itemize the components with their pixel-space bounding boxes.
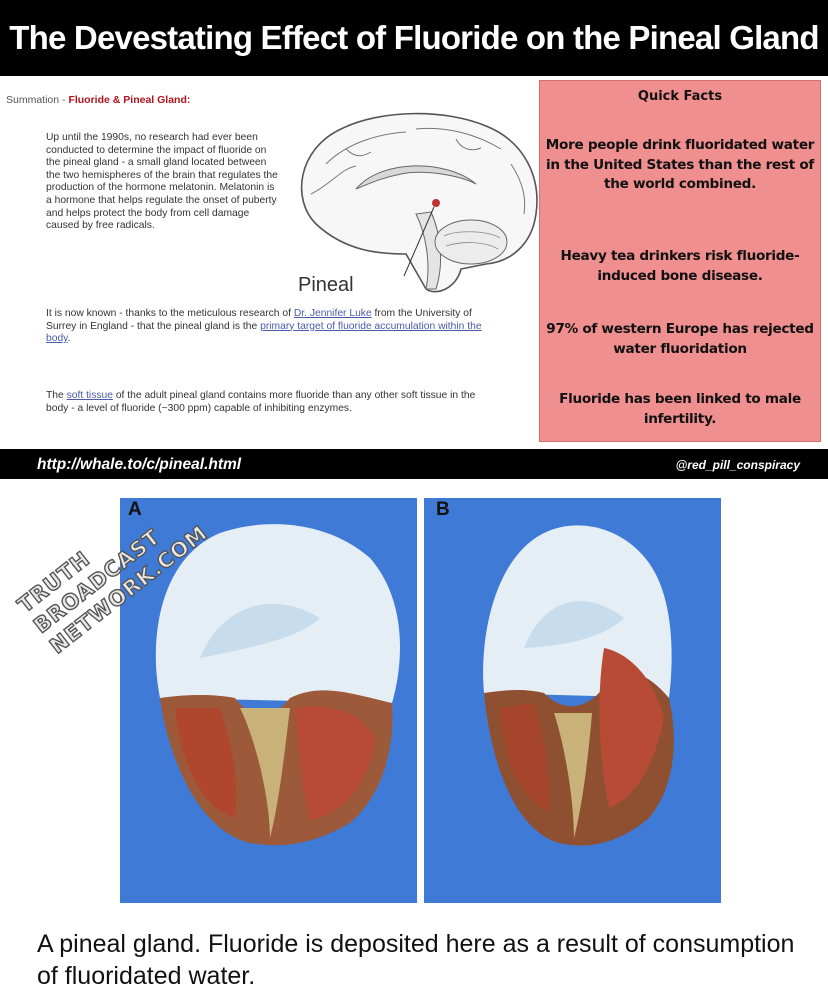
tissue-pale-center-b xyxy=(554,713,592,838)
summary-paragraph-3: The soft tissue of the adult pineal glan… xyxy=(46,390,486,415)
cerebellum xyxy=(434,219,508,265)
summary-label: Summation - xyxy=(6,94,69,106)
brainstem xyxy=(415,211,441,290)
p3-text-start: The xyxy=(46,390,67,401)
tissue-red-left-a xyxy=(175,708,237,818)
photo-b-letter: B xyxy=(436,499,450,520)
brain-gyrus-3 xyxy=(310,165,357,195)
pineal-photo-b: B xyxy=(424,498,721,903)
brain-gyrus-1 xyxy=(325,131,407,165)
pineal-photo-a: A xyxy=(120,498,417,903)
tissue-white-highlight-a xyxy=(200,603,320,658)
tissue-pale-center-a xyxy=(240,708,290,838)
photo-a-letter: A xyxy=(128,499,142,520)
source-bar: http://whale.to/c/pineal.html @red_pill_… xyxy=(0,449,828,479)
brain-gyrus-4 xyxy=(510,163,526,215)
soft-tissue-link[interactable]: soft tissue xyxy=(66,390,113,401)
brain-gyrus-5 xyxy=(345,148,372,157)
brain-illustration xyxy=(300,112,538,293)
photo-caption: A pineal gland. Fluoride is deposited he… xyxy=(37,930,795,990)
quick-facts-title: Quick Facts xyxy=(637,89,723,104)
p3-text-end: of the adult pineal gland contains more … xyxy=(46,390,476,414)
tissue-red-right-a xyxy=(295,706,375,820)
p2-text-end: . xyxy=(67,333,71,345)
summary-paragraph-1: Up until the 1990s, no research had ever… xyxy=(46,132,278,232)
pineal-gland-dot xyxy=(432,199,440,207)
summary-paragraph-2: It is now known - thanks to the meticulo… xyxy=(46,308,486,346)
pineal-pointer-line xyxy=(403,206,435,277)
quick-fact-3: 97% of western Europe has rejected water… xyxy=(546,321,814,357)
tissue-red-left-b xyxy=(499,703,550,813)
quick-fact-4: Fluoride has been linked to male inferti… xyxy=(559,391,801,427)
photo-a-drawing xyxy=(155,524,400,846)
summary-highlight: Fluoride & Pineal Gland: xyxy=(68,94,191,106)
photo-section: A B xyxy=(0,479,828,998)
corpus-callosum xyxy=(355,165,477,190)
brain-gyrus-2 xyxy=(415,127,502,150)
quick-fact-1: More people drink fluoridated water in t… xyxy=(545,137,815,192)
cerebellum-folds xyxy=(443,231,501,250)
tissue-white-highlight-b xyxy=(524,601,624,648)
source-url[interactable]: http://whale.to/c/pineal.html xyxy=(37,456,242,473)
pineal-label: Pineal xyxy=(298,274,354,296)
brain-outline xyxy=(300,112,538,293)
summary-header: Summation - Fluoride & Pineal Gland: xyxy=(6,94,190,106)
quick-facts-box: Quick Facts More people drink fluoridate… xyxy=(539,80,821,442)
primary-target-link[interactable]: primary target of fluoride accumulation … xyxy=(46,320,482,345)
jennifer-luke-link[interactable]: Dr. Jennifer Luke xyxy=(293,308,372,319)
brain-gyrus-6 xyxy=(455,138,482,151)
quick-fact-2: Heavy tea drinkers risk fluoride-induced… xyxy=(560,248,800,284)
photo-b-drawing xyxy=(483,525,674,846)
author-handle: @red_pill_conspiracy xyxy=(675,458,800,472)
p2-text-middle: from the University of Surrey in England… xyxy=(46,308,472,332)
page-title: The Devestating Effect of Fluoride on th… xyxy=(0,0,828,76)
p2-text-start: It is now known - thanks to the meticulo… xyxy=(46,308,294,319)
tissue-red-right-b xyxy=(599,648,664,808)
